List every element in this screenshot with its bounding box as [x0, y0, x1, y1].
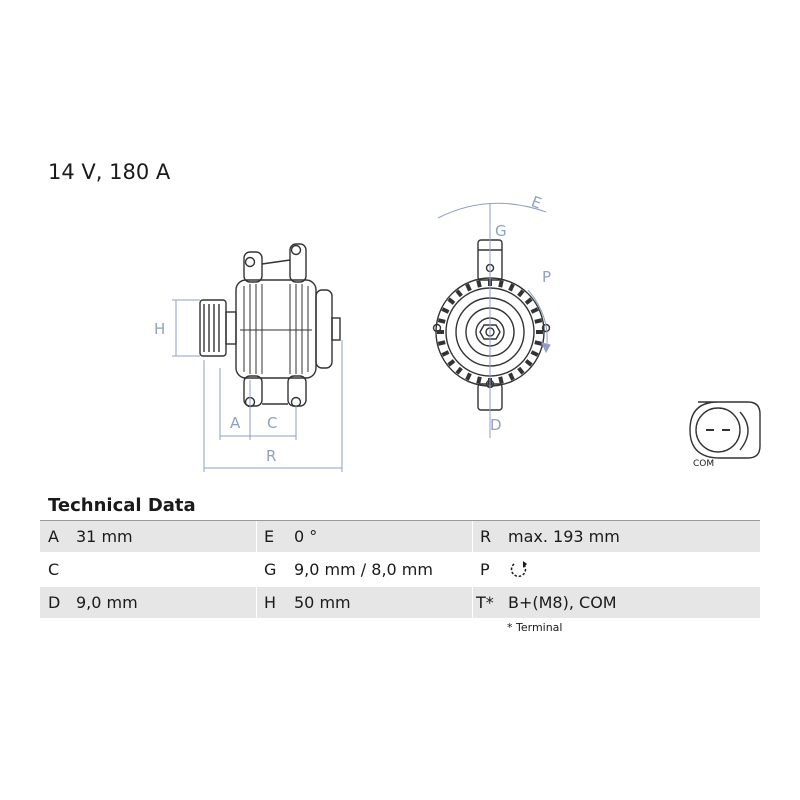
pulley-nut: [479, 324, 501, 340]
label-P: P: [542, 268, 551, 286]
vent-slot: [476, 279, 482, 288]
housing: [235, 279, 317, 379]
front-dimensions: [437, 202, 551, 438]
product-heading: 14 V, 180 A: [48, 160, 171, 184]
side-view: [199, 243, 341, 408]
divider: [472, 587, 473, 618]
vent-slot: [524, 359, 533, 367]
divider: [256, 521, 257, 552]
table-row: C G 9,0 mm / 8,0 mm P: [40, 554, 760, 585]
vent-slot: [508, 372, 515, 381]
connector-label: COM: [693, 459, 715, 469]
vent-slot: [508, 283, 515, 292]
vent-slot: [441, 350, 450, 357]
cell-value: B+(M8), COM: [508, 593, 617, 612]
vent-slot: [534, 340, 543, 346]
vent-slot: [447, 297, 456, 305]
vent-slot: [530, 350, 539, 357]
divider: [472, 521, 473, 552]
vent-slot: [517, 366, 525, 375]
cell-value: 50 mm: [294, 593, 351, 612]
vent-slot: [530, 307, 539, 314]
vent-slot: [441, 307, 450, 314]
vent-slot: [517, 289, 525, 298]
vent-slot: [476, 376, 482, 385]
front-vents: [437, 279, 543, 385]
vent-slot: [498, 376, 504, 385]
label-E: E: [529, 192, 544, 212]
vent-slot: [498, 279, 504, 288]
vent-slot: [524, 297, 533, 305]
vent-slot: [455, 366, 463, 375]
vent-slot: [437, 318, 446, 324]
cell-label: R: [480, 527, 492, 546]
cell-label: H: [264, 593, 277, 612]
side-dimensions: [172, 299, 343, 472]
table-row: D 9,0 mm H 50 mm T* B+(M8), COM: [40, 587, 760, 618]
label-C: C: [267, 414, 277, 432]
table-row: A 31 mm E 0 ° R max. 193 mm: [40, 521, 760, 552]
rotation-direction-icon: [510, 561, 527, 578]
cell-value: 9,0 mm / 8,0 mm: [294, 560, 433, 579]
vent-slot: [455, 289, 463, 298]
cell-value: 31 mm: [76, 527, 133, 546]
label-H: H: [154, 320, 165, 338]
connector-com: [689, 401, 761, 459]
footnote: * Terminal: [507, 621, 563, 634]
divider: [256, 587, 257, 618]
cell-label: E: [264, 527, 275, 546]
vent-slot: [534, 318, 543, 324]
cell-label: G: [264, 560, 277, 579]
table-top-rule: [40, 520, 760, 521]
cell-label: A: [48, 527, 59, 546]
vent-slot: [437, 340, 446, 346]
vent-slot: [465, 372, 472, 381]
label-R: R: [266, 447, 276, 465]
label-D: D: [490, 416, 502, 434]
technical-data-title: Technical Data: [48, 495, 196, 516]
cell-label: C: [48, 560, 60, 579]
cell-label: D: [48, 593, 61, 612]
vent-slot: [465, 283, 472, 292]
cell-value: 0 °: [294, 527, 318, 546]
cell-value: max. 193 mm: [508, 527, 620, 546]
cell-label: P: [480, 560, 490, 579]
label-G: G: [495, 222, 507, 240]
vent-slot: [447, 359, 456, 367]
cell-value: 9,0 mm: [76, 593, 138, 612]
label-A: A: [230, 414, 241, 432]
cell-label: T*: [476, 593, 494, 612]
